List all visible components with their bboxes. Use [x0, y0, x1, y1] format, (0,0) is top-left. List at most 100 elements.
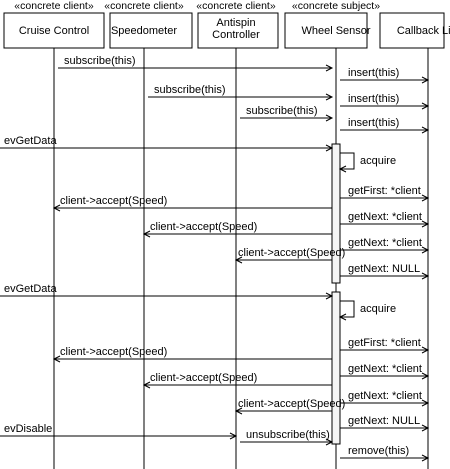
message: client->accept(Speed)	[142, 221, 332, 238]
message-label: remove(this)	[348, 445, 409, 457]
message-label: client->accept(Speed)	[238, 398, 345, 410]
arrowhead	[325, 64, 334, 72]
message-label: subscribe(this)	[154, 84, 226, 96]
message: client->accept(Speed)	[234, 247, 345, 264]
arrowhead	[421, 272, 430, 280]
arrowhead	[421, 126, 430, 134]
message-label: acquire	[360, 155, 396, 167]
object-ws: «concrete subject» Wheel Sensor	[284, 0, 380, 49]
self-call-line	[340, 152, 355, 170]
stereotype-label: «concrete client»	[14, 0, 94, 12]
object-box	[284, 12, 368, 49]
message: remove(this)	[340, 445, 430, 462]
object-name: Speedometer	[111, 25, 177, 37]
message-label: subscribe(this)	[64, 55, 136, 67]
message-label: client->accept(Speed)	[60, 346, 167, 358]
message-label: client->accept(Speed)	[60, 195, 167, 207]
message: insert(this)	[340, 117, 430, 134]
message: evGetData	[0, 283, 334, 300]
message-label: getNext: NULL	[348, 263, 420, 275]
message-label: getFirst: *client	[348, 337, 421, 349]
message: getNext: NULL	[340, 415, 430, 432]
message-label: client->accept(Speed)	[150, 221, 257, 233]
stereotype-label: «concrete client»	[104, 0, 184, 12]
message-label: evGetData	[4, 135, 57, 147]
message: getNext: *client	[340, 363, 430, 380]
stereotype-label: «concrete client»	[196, 0, 276, 12]
message: subscribe(this)	[240, 105, 334, 122]
arrowhead	[325, 144, 334, 152]
message-label: subscribe(this)	[246, 105, 318, 117]
message: evDisable	[0, 423, 238, 440]
object-box	[3, 12, 105, 49]
arrowhead	[338, 313, 347, 321]
message: getFirst: *client	[340, 185, 430, 202]
message: client->accept(Speed)	[52, 195, 332, 212]
message: getNext: *client	[340, 211, 430, 228]
arrowhead	[52, 355, 61, 363]
object-sp: «concrete client» Speedometer	[104, 0, 193, 49]
message-label: getNext: *client	[348, 363, 422, 375]
message-label: acquire	[360, 303, 396, 315]
message: client->accept(Speed)	[142, 372, 332, 389]
message-label: evDisable	[4, 423, 52, 435]
message: subscribe(this)	[58, 55, 334, 72]
message-label: getNext: *client	[348, 390, 422, 402]
arrowhead	[421, 76, 430, 84]
arrowhead	[234, 256, 243, 264]
arrowhead	[52, 204, 61, 212]
message: client->accept(Speed)	[52, 346, 332, 363]
activation-bar	[331, 291, 341, 445]
arrowhead	[234, 407, 243, 415]
object-cc: «concrete client» Cruise Control	[3, 0, 105, 49]
message-label: unsubscribe(this)	[246, 429, 330, 441]
message: acquire	[338, 152, 396, 173]
object-name: Controller	[212, 29, 260, 41]
message: client->accept(Speed)	[234, 398, 345, 415]
arrowhead	[421, 372, 430, 380]
message: unsubscribe(this)	[240, 429, 334, 446]
message: getNext: *client	[340, 390, 430, 407]
message: getNext: *client	[340, 237, 430, 254]
arrowhead	[325, 93, 334, 101]
self-call-line	[340, 300, 355, 318]
arrowhead	[325, 114, 334, 122]
object-name: Cruise Control	[19, 25, 89, 37]
message-label: getNext: *client	[348, 237, 422, 249]
activation-bar	[331, 143, 341, 284]
stereotype-label: «concrete subject»	[292, 0, 380, 12]
arrowhead	[142, 381, 151, 389]
message-label: client->accept(Speed)	[238, 247, 345, 259]
message-label: insert(this)	[348, 67, 399, 79]
message: acquire	[338, 300, 396, 321]
arrowhead	[338, 165, 347, 173]
object-box	[379, 12, 445, 49]
object-name: Wheel Sensor	[301, 25, 370, 37]
object-box	[109, 12, 193, 49]
message-label: client->accept(Speed)	[150, 372, 257, 384]
arrowhead	[421, 424, 430, 432]
arrowhead	[421, 454, 430, 462]
message-label: getNext: NULL	[348, 415, 420, 427]
message: getNext: NULL	[340, 263, 430, 280]
message: insert(this)	[340, 93, 430, 110]
object-name: Callback List	[397, 25, 450, 37]
message: getFirst: *client	[340, 337, 430, 354]
message: evGetData	[0, 135, 334, 152]
arrowhead	[421, 346, 430, 354]
arrowhead	[421, 399, 430, 407]
arrowhead	[325, 438, 334, 446]
message-label: insert(this)	[348, 117, 399, 129]
message-label: evGetData	[4, 283, 57, 295]
arrowhead	[421, 246, 430, 254]
arrowhead	[421, 194, 430, 202]
message-label: getNext: *client	[348, 211, 422, 223]
object-cl: Callback List	[379, 12, 450, 49]
arrowhead	[325, 292, 334, 300]
object-box	[197, 12, 279, 49]
object-name: Antispin	[216, 17, 255, 29]
arrowhead	[229, 432, 238, 440]
arrowhead	[421, 102, 430, 110]
